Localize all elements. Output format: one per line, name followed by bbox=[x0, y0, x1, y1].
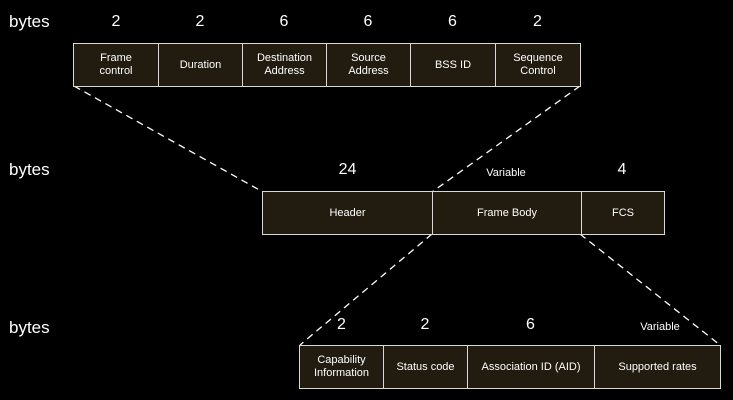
frame-body-cell: Frame Body bbox=[432, 192, 581, 234]
fcs-size: 4 bbox=[617, 161, 627, 178]
frame-structure-row: Header Frame Body FCS bbox=[262, 191, 665, 235]
sequence-control-size: 2 bbox=[533, 13, 542, 30]
bss-id-cell: BSS ID bbox=[410, 44, 495, 86]
capability-information-size: 2 bbox=[337, 316, 346, 333]
bss-id-size: 6 bbox=[448, 13, 457, 30]
source-address-size: 6 bbox=[363, 13, 373, 30]
frame-body-fields-row: Capability Information Status code Assoc… bbox=[299, 345, 721, 389]
duration-cell: Duration bbox=[158, 44, 242, 86]
row3-bytes-label: bytes bbox=[9, 318, 50, 337]
header-size: 24 bbox=[338, 161, 357, 178]
status-code-size: 2 bbox=[420, 316, 430, 333]
frame-control-size: 2 bbox=[111, 13, 121, 30]
supported-rates-size: Variable bbox=[640, 321, 680, 333]
destination-address-size: 6 bbox=[279, 13, 289, 30]
association-id-cell: Association ID (AID) bbox=[467, 346, 594, 388]
row2-bytes-label: bytes bbox=[9, 160, 50, 179]
sequence-control-cell: Sequence Control bbox=[495, 44, 580, 86]
header-cell: Header bbox=[263, 192, 432, 234]
mac-header-fields-row: Frame control Duration Destination Addre… bbox=[73, 43, 581, 87]
association-id-size: 6 bbox=[526, 316, 535, 333]
capability-information-cell: Capability Information bbox=[300, 346, 383, 388]
destination-address-cell: Destination Address bbox=[242, 44, 326, 86]
frame-control-cell: Frame control bbox=[74, 44, 158, 86]
duration-size: 2 bbox=[195, 13, 205, 30]
header-expansion-line-left bbox=[73, 85, 264, 193]
supported-rates-cell: Supported rates bbox=[594, 346, 720, 388]
frame-body-size: Variable bbox=[486, 167, 526, 179]
status-code-cell: Status code bbox=[383, 346, 467, 388]
source-address-cell: Source Address bbox=[326, 44, 410, 86]
row1-bytes-label: bytes bbox=[9, 12, 50, 31]
fcs-cell: FCS bbox=[581, 192, 664, 234]
